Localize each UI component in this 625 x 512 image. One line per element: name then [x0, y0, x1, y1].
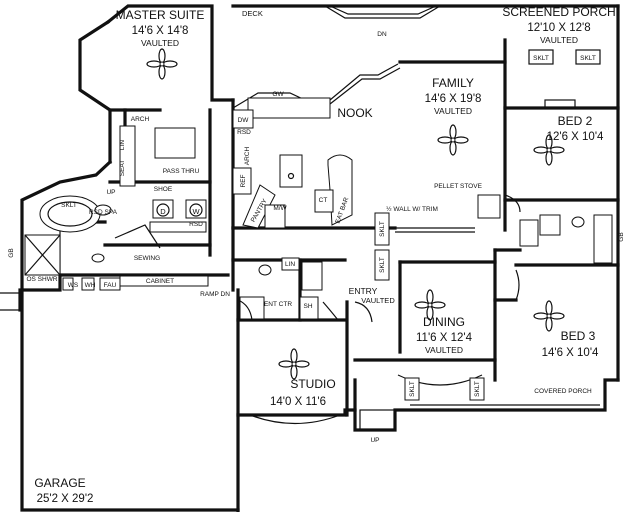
washer-label: W: [192, 207, 200, 216]
front-porch-skylight: SKLT: [474, 381, 481, 397]
laundry-sewing: [62, 199, 209, 291]
dryer-label: D: [160, 207, 166, 216]
hall-skylight-1: SKLT: [379, 221, 386, 237]
bed2-bath: [519, 214, 613, 264]
bath-arch-label: ARCH: [131, 116, 150, 123]
studio-bay: [249, 414, 341, 425]
bed3-dims: 14'6 X 10'4: [542, 347, 599, 359]
room-labels: MASTER SUITE 14'6 X 14'8 VAULTED SCREENE…: [34, 5, 615, 505]
left-gb-label: GB: [8, 248, 15, 257]
dw-label: DW: [238, 117, 250, 124]
screened-porch-dims: 12'10 X 12'8: [527, 22, 590, 34]
nook-bay: [329, 63, 401, 105]
os-shwr-label: OS SHWR: [26, 276, 57, 283]
ent-ctr-label: ENT CTR: [264, 301, 292, 308]
gw-label: GW: [272, 91, 284, 98]
deck-label: DECK: [242, 9, 263, 18]
sh-label: SH: [303, 303, 312, 310]
cabinet-label: CABINET: [146, 278, 174, 285]
covered-porch-label: COVERED PORCH: [534, 388, 592, 395]
family-name: FAMILY: [432, 76, 474, 90]
fixture-labels: DECK DN GW DW RSD ARCH ARCH LIN SEAT PAS…: [8, 9, 625, 444]
master-suite-name: MASTER SUITE: [116, 8, 205, 22]
dining-bay: [359, 374, 485, 431]
master-suite-dims: 14'6 X 14'8: [132, 25, 189, 37]
mw-label: M/W: [273, 205, 287, 212]
interior-walls: [58, 38, 620, 382]
kitchen-rsd-label: RSD: [237, 129, 251, 136]
porch-skylight-2: SKLT: [580, 55, 596, 62]
screened-porch-note: VAULTED: [540, 35, 578, 45]
studio-dims: 14'0 X 11'6: [270, 396, 326, 408]
porch-skylight-1: SKLT: [533, 55, 549, 62]
fau-label: FAU: [104, 282, 117, 289]
pellet-stove-label: PELLET STOVE: [434, 183, 482, 190]
dining-skylight: SKLT: [409, 381, 416, 397]
shoe-label: SHOE: [154, 186, 173, 193]
hall-fixtures: [239, 194, 501, 320]
dining-name: DINING: [423, 315, 465, 329]
rsd-spa-label: RSD SPA: [89, 209, 118, 216]
hall-skylight-2: SKLT: [379, 257, 386, 273]
deck-dn-label: DN: [377, 31, 387, 38]
ceiling-fans: [146, 48, 565, 380]
hall-lin-label: LIN: [285, 261, 295, 268]
family-dims: 14'6 X 19'8: [425, 93, 482, 105]
right-gb-label: GB: [618, 232, 625, 241]
spa-sklt-label: SKLT: [61, 202, 77, 209]
entry-name: ENTRY: [349, 286, 378, 296]
kitchen-arch-label: ARCH: [244, 146, 251, 165]
dining-note: VAULTED: [425, 345, 463, 355]
ct-label: CT: [319, 197, 328, 204]
nook-name: NOOK: [337, 106, 372, 120]
sewing-label: SEWING: [134, 255, 160, 262]
laundry-rsd-label: RSD: [189, 221, 203, 228]
entry-note: VAULTED: [361, 296, 395, 305]
master-suite-note: VAULTED: [141, 38, 179, 48]
pass-thru-label: PASS THRU: [163, 168, 200, 175]
garage-dims: 25'2 X 29'2: [37, 493, 94, 505]
bed2-dims: 12'6 X 10'4: [547, 131, 604, 143]
ref-label: REF: [240, 174, 247, 187]
dining-dims: 11'6 X 12'4: [416, 332, 473, 344]
bed3-name: BED 3: [561, 329, 596, 343]
doors: [237, 194, 521, 323]
ws-label: WS: [68, 282, 79, 289]
front-up-label: UP: [370, 437, 379, 444]
up-label: UP: [106, 189, 115, 196]
kitchen: [232, 92, 353, 229]
master-bath: [24, 125, 196, 276]
bath-lin-label: LIN: [119, 140, 126, 150]
wh-label: WH: [85, 282, 96, 289]
porch-screen: [528, 49, 601, 109]
deck-bay: [324, 5, 441, 19]
garage-name: GARAGE: [34, 476, 85, 490]
screened-porch-name: SCREENED PORCH: [502, 5, 615, 19]
bed2-name: BED 2: [558, 114, 593, 128]
studio-name: STUDIO: [290, 377, 335, 391]
ramp-dn-label: RAMP DN: [200, 291, 230, 298]
seat-label: SEAT: [119, 160, 126, 177]
half-wall-label: ½ WALL W/ TRIM: [386, 205, 438, 213]
family-note: VAULTED: [434, 106, 472, 116]
